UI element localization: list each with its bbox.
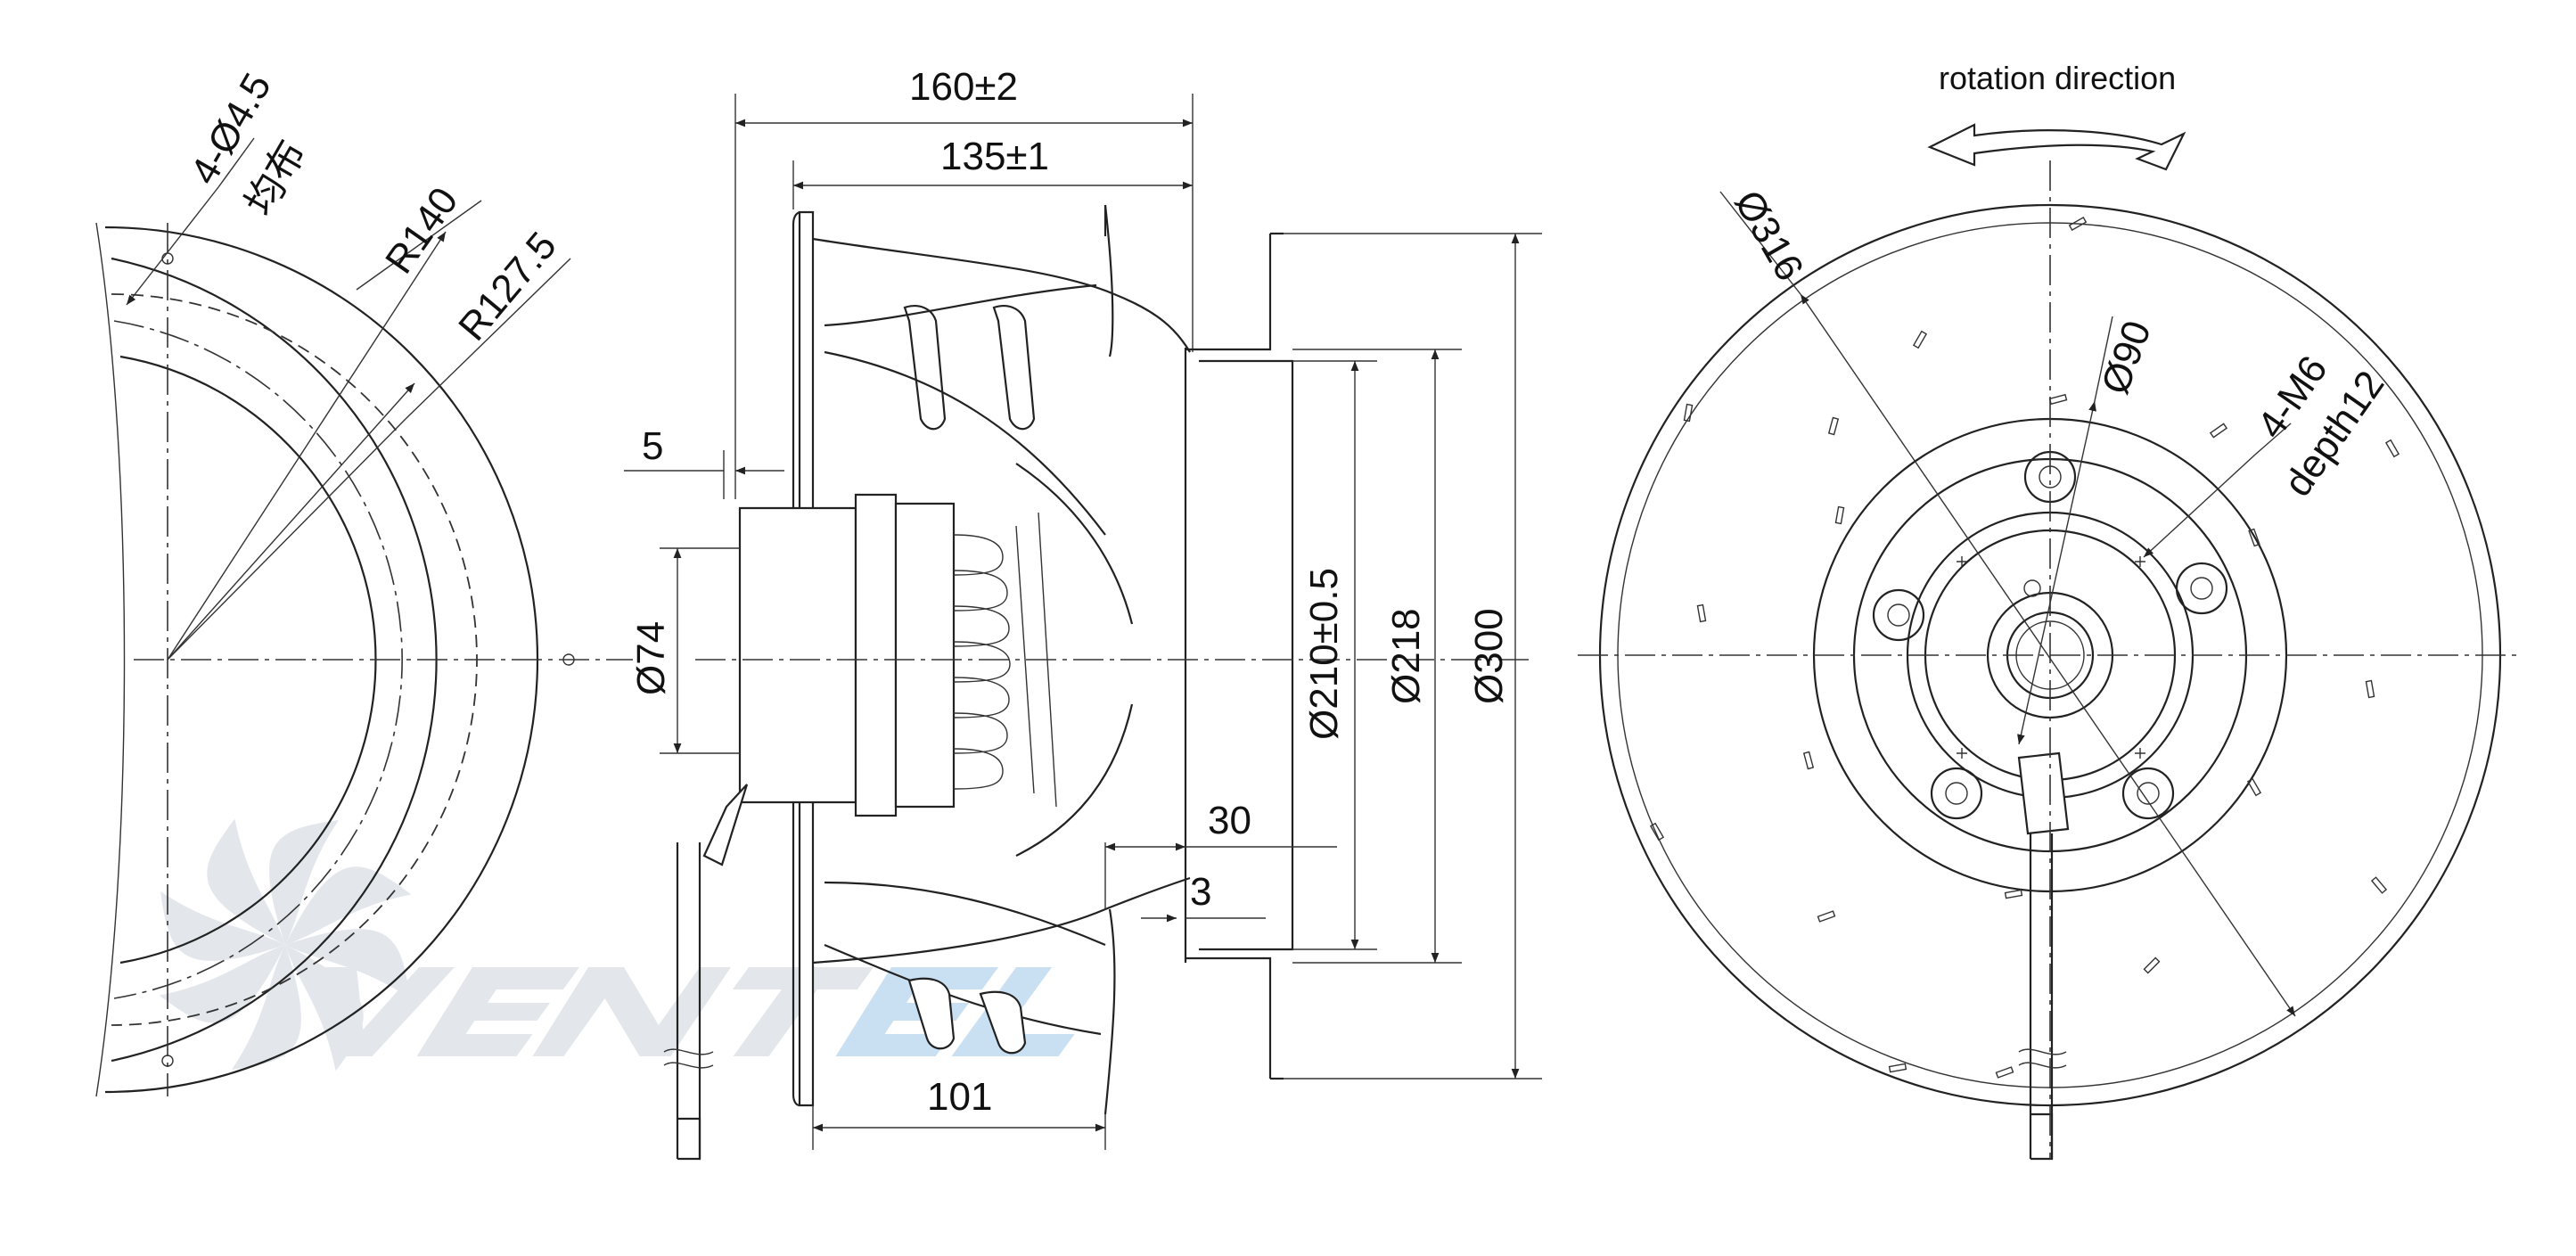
dim-r127-label: R127.5 [450, 224, 565, 349]
dim-holes-note: 均布 [237, 133, 314, 223]
dim-3-label: 3 [1190, 870, 1211, 914]
rotation-arrow-icon [1927, 123, 2186, 171]
side-view: 160±2 135±1 [624, 65, 1542, 1161]
ventel-watermark [159, 818, 1075, 1071]
dim-160-label: 160±2 [909, 65, 1018, 109]
dim-210-label: Ø210±0.5 [1302, 568, 1346, 740]
rotation-direction-label: rotation direction [1939, 60, 2176, 96]
dim-101-label: 101 [927, 1075, 992, 1119]
dim-r140-label: R140 [377, 179, 466, 281]
dim-30-label: 30 [1208, 799, 1251, 842]
dim-135-label: 135±1 [940, 135, 1049, 178]
ventel-logotype [321, 967, 1075, 1056]
motor-fins [953, 534, 1011, 790]
dim-90-label: Ø90 [2093, 316, 2159, 400]
dim-5-label: 5 [642, 424, 663, 468]
dim-300-label: Ø300 [1467, 608, 1511, 704]
dim-218-label: Ø218 [1384, 608, 1428, 704]
dim-316-label: Ø316 [1726, 184, 1811, 289]
dim-74-label: Ø74 [629, 621, 673, 695]
rear-view: rotation direction [1578, 60, 2523, 1161]
m6-thread-marks [1957, 556, 2145, 759]
